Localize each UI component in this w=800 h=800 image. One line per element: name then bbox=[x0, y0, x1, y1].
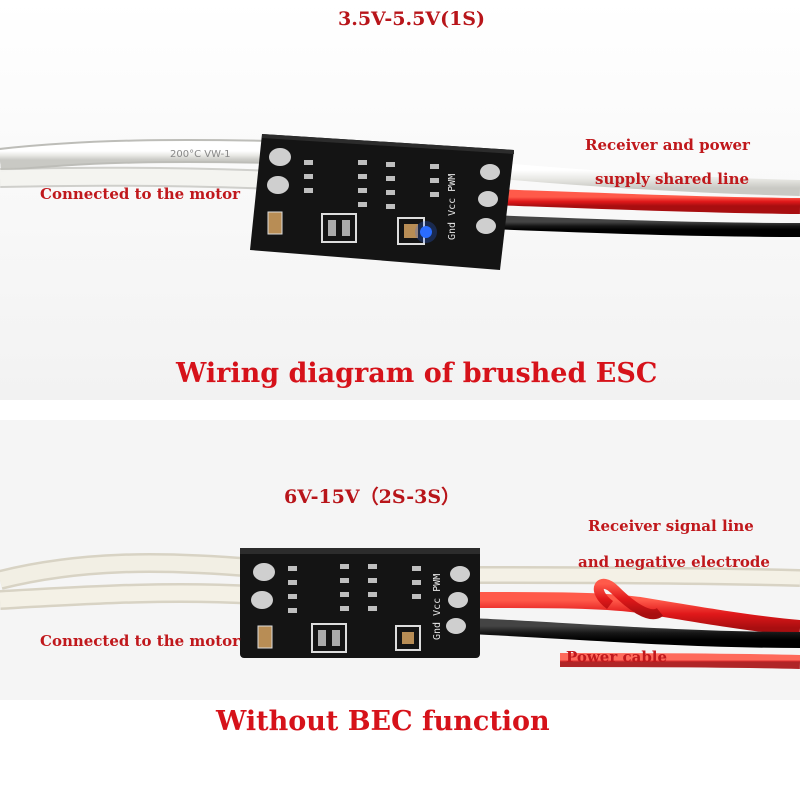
bottom-wiring-photo: Gnd Vcc PWM bbox=[0, 548, 800, 669]
wire-print: 200°C VW-1 bbox=[170, 149, 231, 160]
top-diagram-title: Wiring diagram of brushed ESC bbox=[176, 358, 658, 389]
bottom-power-label: Power cable bbox=[566, 648, 668, 666]
esc-board-bottom: Gnd Vcc PWM bbox=[240, 548, 480, 658]
bottom-signal-label-line2: and negative electrode bbox=[578, 553, 770, 571]
bottom-signal-label-line1: Receiver signal line bbox=[588, 517, 754, 535]
top-receiver-label-line2: supply shared line bbox=[595, 170, 750, 188]
board-silkscreen: Gnd Vcc PWM bbox=[447, 174, 458, 240]
top-motor-label: Connected to the motor bbox=[40, 185, 241, 203]
top-voltage-label: 3.5V-5.5V(1S) bbox=[338, 8, 486, 30]
top-wiring-photo: 200°C VW-1 bbox=[0, 134, 800, 270]
esc-board-top: Gnd Vcc PWM bbox=[250, 134, 514, 270]
bottom-motor-label: Connected to the motor bbox=[40, 632, 241, 650]
board-silkscreen: Gnd Vcc PWM bbox=[432, 574, 443, 640]
bottom-diagram-title: Without BEC function bbox=[216, 706, 550, 737]
top-receiver-label-line1: Receiver and power bbox=[585, 136, 750, 154]
bottom-voltage-label: 6V-15V（2S-3S） bbox=[284, 486, 461, 508]
